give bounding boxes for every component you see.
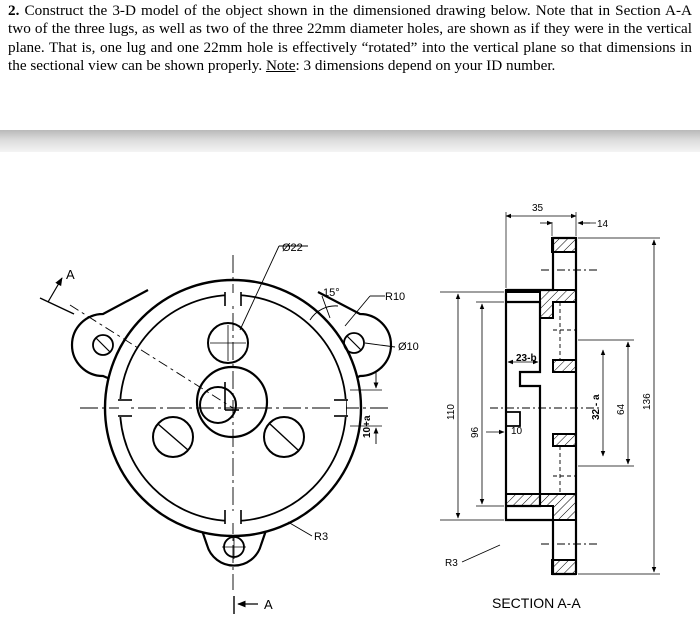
problem-statement: 2. Construct the 3-D model of the object… [8,2,692,76]
dim-136: 136 [642,393,653,410]
leader-d22 [239,245,280,331]
hole-left [152,416,194,458]
dim-32-minus-a: 32 - a [591,394,602,420]
cut-label-top: A [66,267,75,282]
note-text: : 3 dimensions depend on your ID number. [295,57,556,75]
dim-96: 96 [470,426,481,438]
cut-label-bottom: A [264,597,273,612]
dim-hole-22: Ø22 [282,242,303,254]
section-title: SECTION A-A [492,595,581,611]
dim-35: 35 [532,203,544,214]
section-outline [504,236,578,576]
hole-right [263,416,305,458]
front-view [39,245,396,614]
dim-64: 64 [616,403,627,415]
dim-r10: R10 [385,291,405,303]
note-label: Note [265,57,296,75]
center-bore [199,386,237,424]
lug-hole-left [92,334,114,356]
dim-r3-front: R3 [314,531,328,543]
problem-number: 2. [8,2,20,19]
problem-text: Construct the 3-D model of the object sh… [8,2,692,75]
leader-r3 [287,521,313,537]
dim-10-plus-a: 10+a [362,415,373,438]
cut-arrow-top [47,277,63,303]
dim-14: 14 [597,219,609,230]
section-divider [0,130,700,152]
leader-r10 [344,295,371,327]
dim-r3-section: R3 [445,558,458,569]
dim-hole-10: Ø10 [398,341,419,353]
hole-top [207,322,249,364]
center-boss [195,365,269,439]
dim-110: 110 [446,404,457,420]
lug-hole-right [343,332,365,354]
dim-10-section: 10 [511,426,523,437]
leader-d10 [364,342,396,348]
section-view [440,212,660,576]
dim-angle-15: 15° [323,287,340,299]
dim-23-minus-b: 23-b [516,353,537,364]
